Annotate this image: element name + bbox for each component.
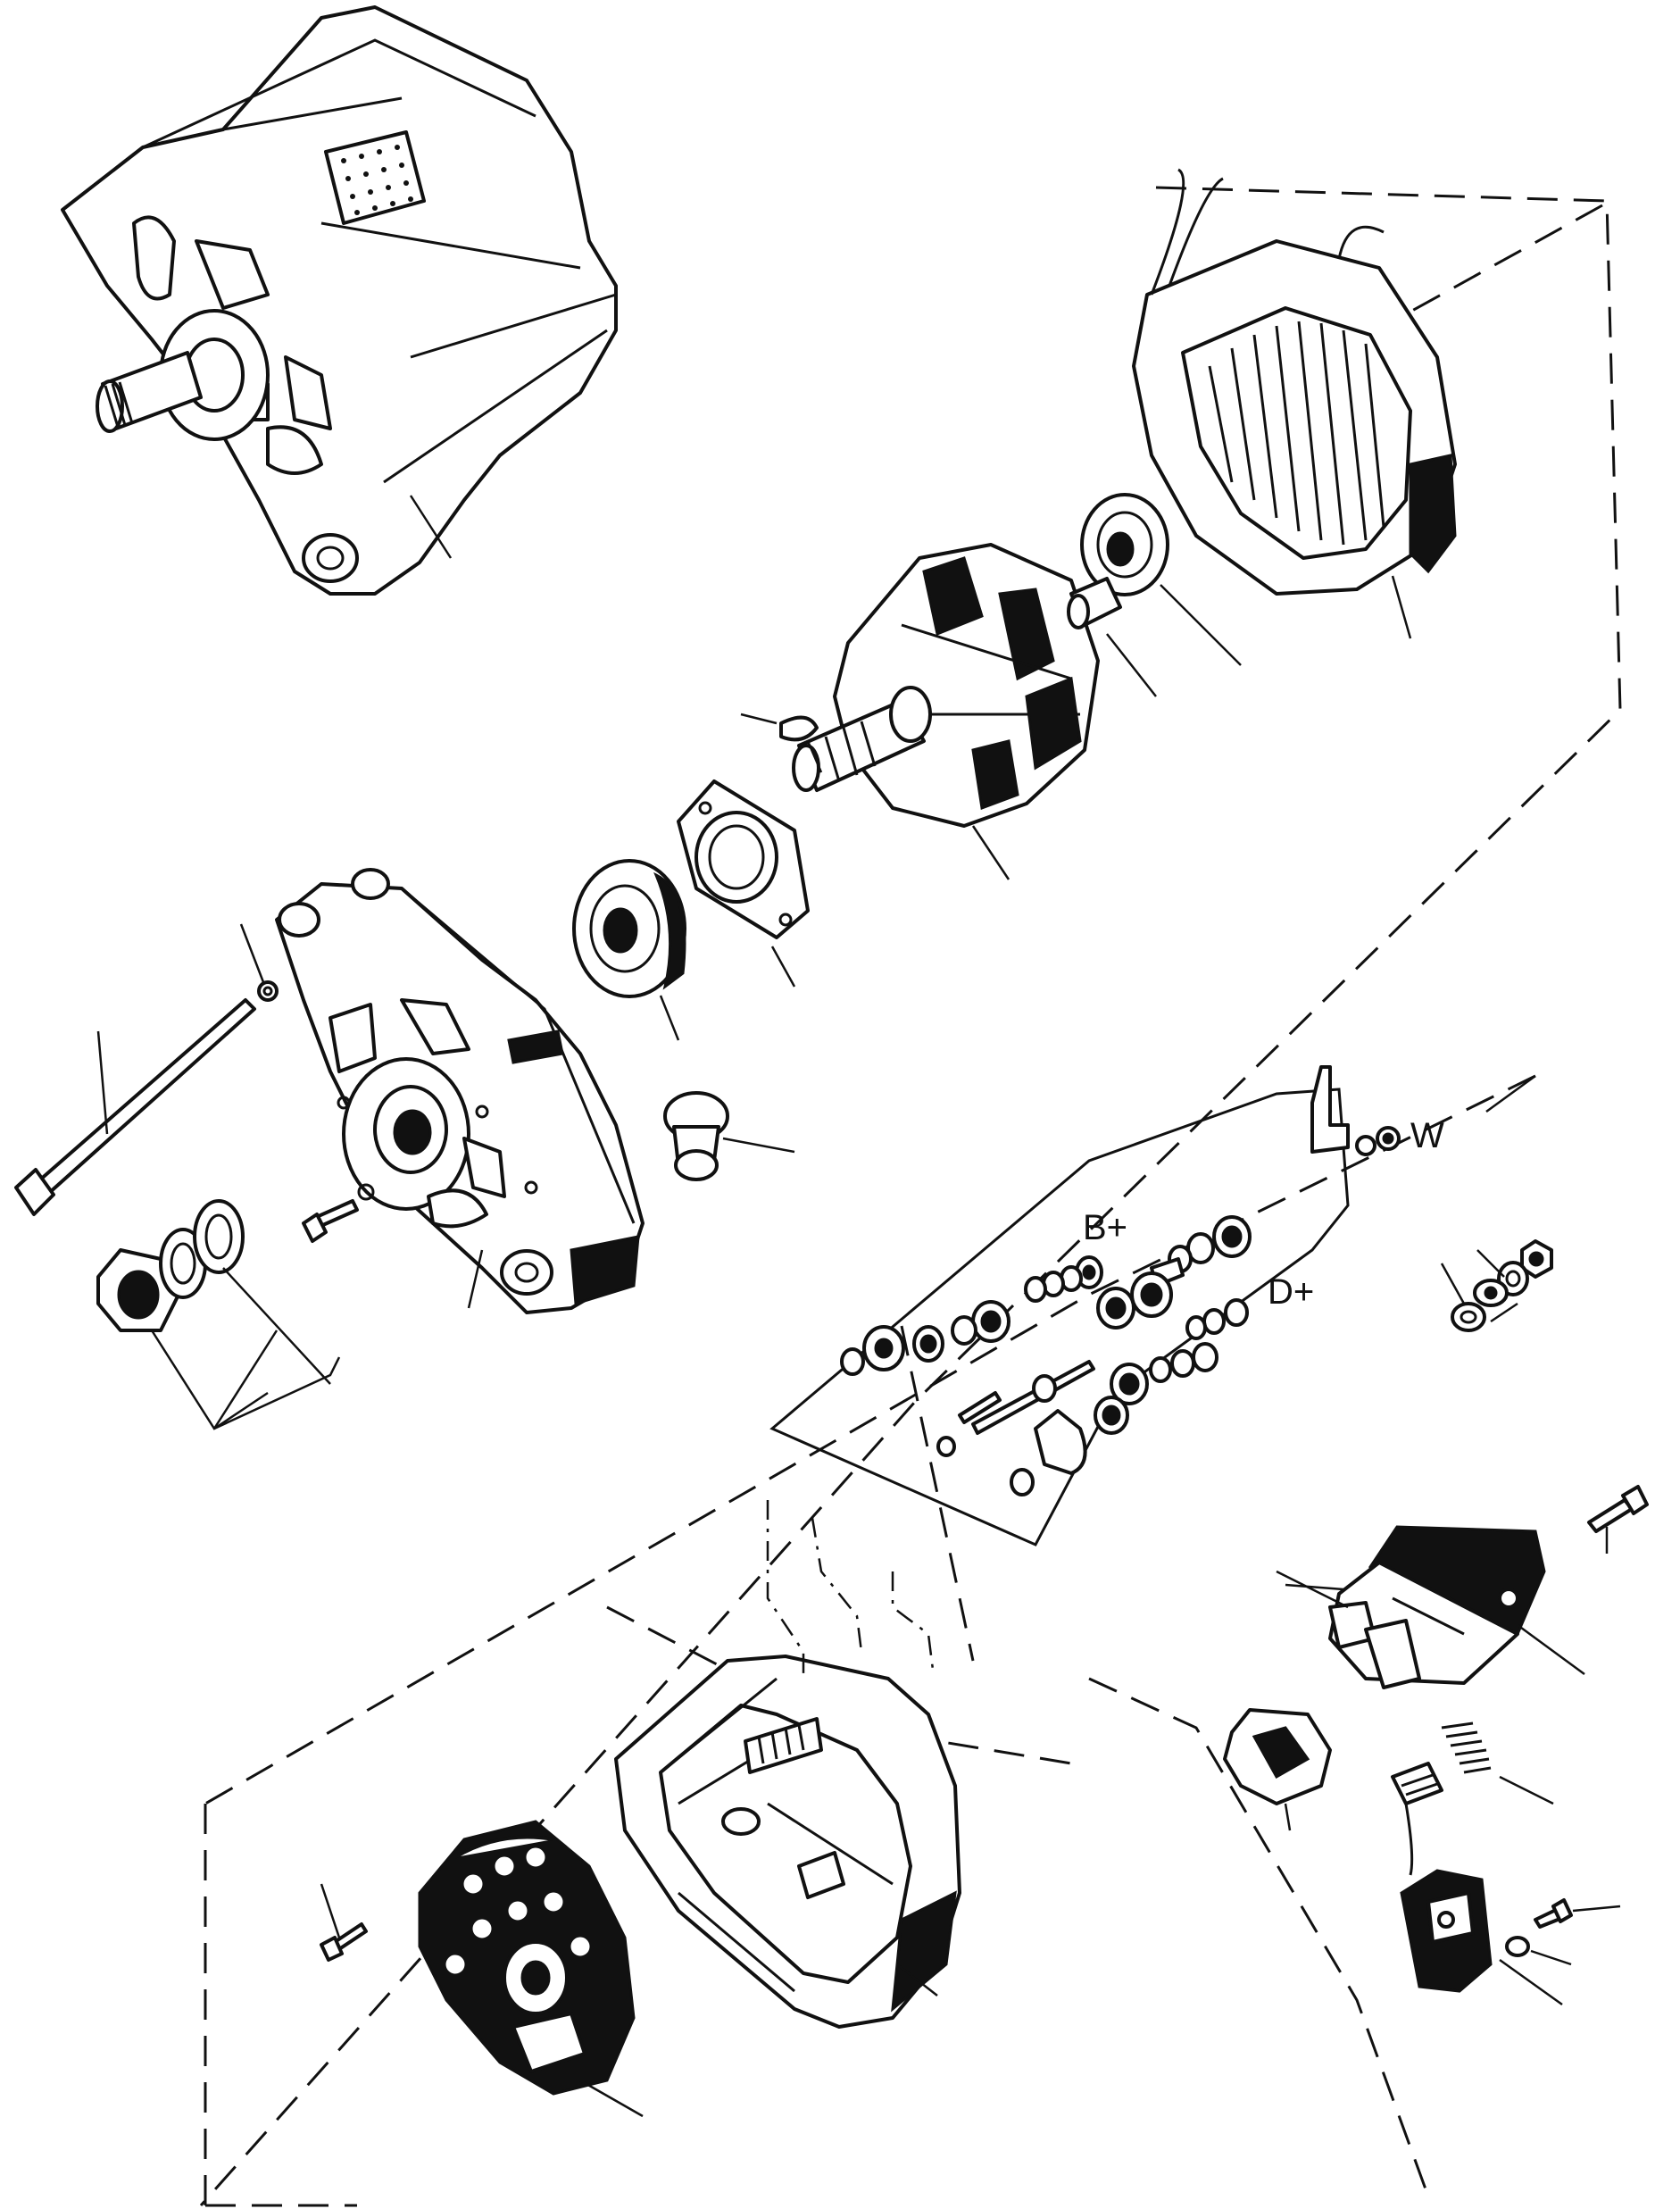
through-bolt	[14, 923, 279, 1216]
d-plus-label: D+	[1268, 1272, 1314, 1312]
front-housing	[61, 5, 618, 596]
spacer-sleeve	[663, 1091, 795, 1181]
slip-ring-end-housing	[614, 1655, 961, 2029]
voltage-regulator	[1276, 1525, 1585, 1689]
woodruff-key	[740, 713, 823, 773]
stator-winding	[1132, 168, 1457, 639]
regulator-mounting-screw	[1587, 1485, 1649, 1554]
rectifier-diode-plate	[418, 1820, 644, 2118]
loose-nut-washer-group	[1440, 1239, 1553, 1332]
b-plus-label: B+	[1083, 1208, 1127, 1247]
shaft-nut-washer-stack	[96, 1183, 375, 1430]
d-plus-terminal-stack	[1096, 1271, 1249, 1340]
brush-holder-cap	[1223, 1708, 1332, 1831]
carbon-brush-assembly	[1391, 1762, 1563, 2006]
brush-spring	[1441, 1721, 1554, 1805]
brush-screw-washer	[1505, 1898, 1621, 1966]
wire-routing-lines	[766, 1500, 935, 1679]
bearing-retainer-plate	[677, 779, 810, 988]
diode-plate-screw	[320, 1883, 368, 1962]
front-ball-bearing	[572, 859, 686, 1041]
w-label: W	[1410, 1116, 1444, 1155]
rotor-claw-pole	[792, 543, 1157, 880]
drive-end-shield	[275, 868, 645, 1314]
w-terminal-nut	[1376, 1126, 1401, 1151]
rear-ball-bearing	[1080, 493, 1242, 666]
terminal-hardware-panel: B+ D+ W	[769, 1065, 1536, 1546]
